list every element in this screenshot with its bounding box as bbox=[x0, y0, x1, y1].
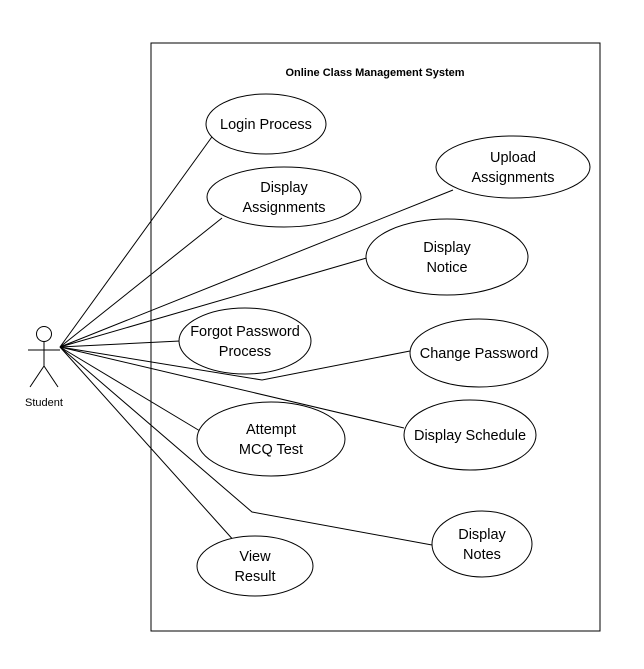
use-case-label-display-notice: Notice bbox=[426, 260, 467, 276]
use-case-label-upload-assignments: Assignments bbox=[471, 170, 554, 186]
use-case-ellipse-forgot-password bbox=[178, 307, 312, 375]
association-upload-assignments bbox=[59, 189, 454, 348]
association-display-notice bbox=[59, 256, 371, 348]
use-case-label-display-assignments: Assignments bbox=[242, 200, 325, 216]
use-case-ellipse-change-password bbox=[409, 318, 549, 388]
association-display-assignments bbox=[59, 217, 223, 348]
use-case-label-forgot-password: Process bbox=[219, 344, 271, 360]
association-view-result bbox=[59, 346, 237, 544]
actor-student bbox=[28, 326, 60, 388]
association-forgot-password bbox=[59, 340, 181, 348]
use-case-label-display-notes: Notes bbox=[463, 547, 501, 563]
actor-head bbox=[36, 326, 52, 342]
use-case-label-display-schedule: Display Schedule bbox=[414, 428, 526, 444]
association-display-schedule bbox=[59, 346, 405, 429]
use-case-label-display-notice: Display bbox=[423, 240, 471, 256]
use-case-ellipse-upload-assignments bbox=[435, 135, 591, 199]
associations bbox=[59, 133, 454, 546]
use-case-label-display-notes: Display bbox=[458, 527, 506, 543]
use-case-ellipse-view-result bbox=[196, 535, 314, 597]
actor-left-leg bbox=[29, 365, 45, 388]
use-case-ellipse-login bbox=[205, 93, 327, 155]
actor-label: Student bbox=[25, 397, 63, 409]
association-attempt-mcq bbox=[59, 346, 201, 432]
actor-right-leg bbox=[43, 365, 59, 388]
use-case-ellipse-display-notice bbox=[365, 218, 529, 296]
use-case-label-display-assignments: Display bbox=[260, 180, 308, 196]
association-change-password bbox=[59, 346, 411, 381]
system-title: Online Class Management System bbox=[285, 67, 464, 79]
use-cases: Login ProcessDisplayAssignmentsUploadAss… bbox=[178, 93, 591, 597]
association-login bbox=[59, 133, 215, 348]
use-case-ellipse-display-notes bbox=[431, 510, 533, 578]
use-case-label-upload-assignments: Upload bbox=[490, 150, 536, 166]
use-case-ellipse-display-assignments bbox=[206, 166, 362, 228]
use-case-label-attempt-mcq: Attempt bbox=[246, 422, 296, 438]
use-case-label-login: Login Process bbox=[220, 117, 312, 133]
use-case-display-schedule: Display Schedule bbox=[403, 399, 537, 471]
use-case-ellipse-display-schedule bbox=[403, 399, 537, 471]
use-case-label-view-result: View bbox=[239, 549, 271, 565]
use-case-label-view-result: Result bbox=[234, 569, 275, 585]
use-case-label-forgot-password: Forgot Password bbox=[190, 324, 300, 340]
use-case-change-password: Change Password bbox=[409, 318, 549, 388]
use-case-ellipse-attempt-mcq bbox=[196, 401, 346, 477]
association-display-notes bbox=[59, 346, 433, 546]
use-case-label-change-password: Change Password bbox=[420, 346, 539, 362]
use-case-login: Login Process bbox=[205, 93, 327, 155]
use-case-label-attempt-mcq: MCQ Test bbox=[239, 442, 303, 458]
